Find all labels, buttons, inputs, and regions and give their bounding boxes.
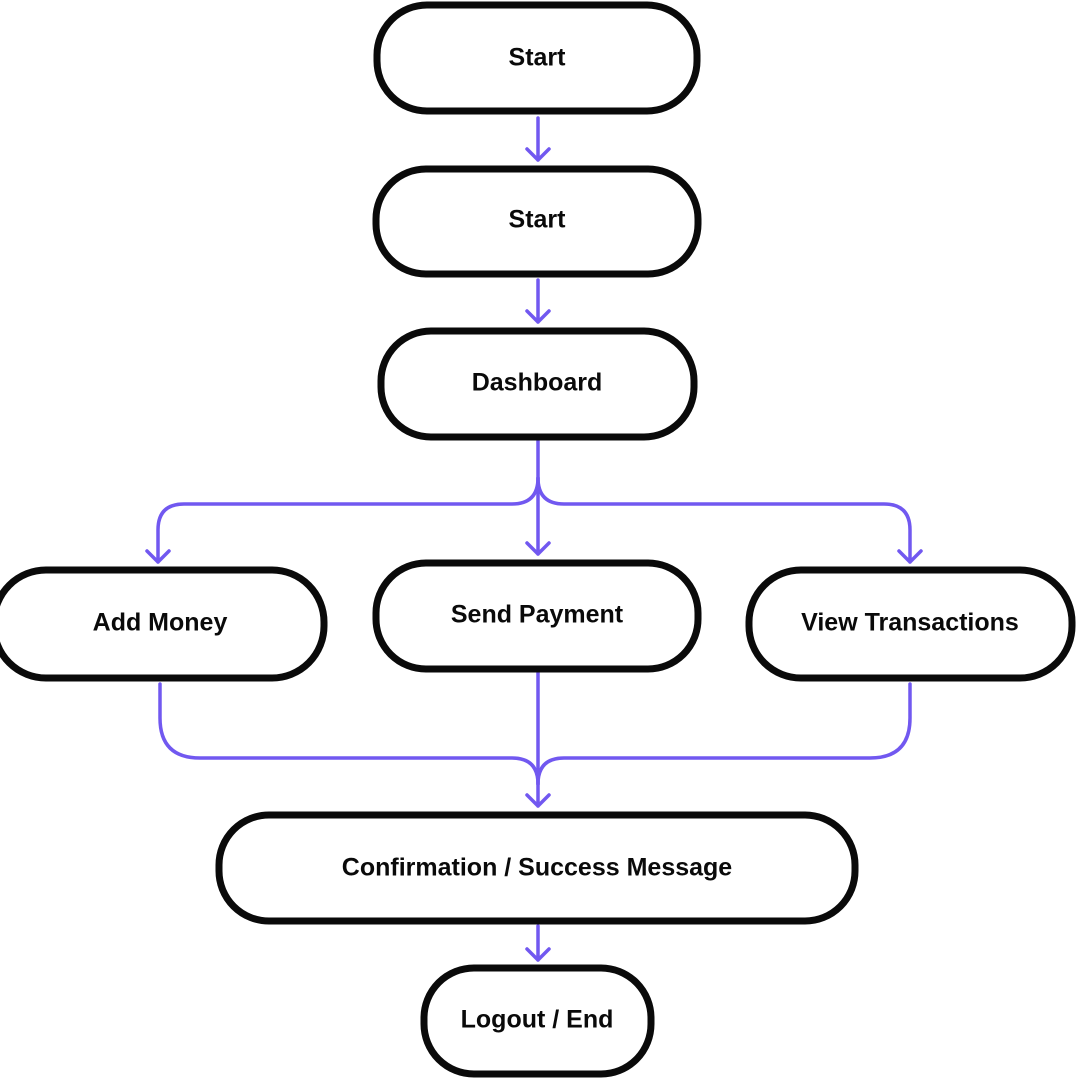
node-send-payment-box bbox=[372, 559, 702, 673]
connector-start-to-dashboard bbox=[525, 278, 551, 324]
node-logout-box bbox=[420, 964, 655, 1078]
connector-dashboard-to-add-money bbox=[145, 476, 540, 564]
node-confirmation-label: Confirmation / Success Message bbox=[342, 854, 733, 882]
connector-start-to-start bbox=[525, 116, 551, 162]
node-logout: Logout / End bbox=[420, 964, 655, 1078]
connector-add-money-to-confirmation bbox=[158, 682, 540, 786]
node-dashboard: Dashboard bbox=[377, 327, 698, 441]
node-start-2-box bbox=[372, 165, 702, 278]
connector-dashboard-to-view-transactions bbox=[536, 476, 923, 564]
connector-dashboard-to-send-payment bbox=[525, 439, 551, 556]
node-add-money-box bbox=[0, 566, 328, 682]
node-start-1-label: Start bbox=[509, 44, 567, 72]
connector-send-payment-to-confirmation bbox=[525, 670, 551, 808]
node-start-2: Start bbox=[372, 165, 702, 278]
connector-confirmation-to-logout bbox=[525, 924, 551, 962]
node-add-money: Add Money bbox=[0, 566, 328, 682]
node-logout-label: Logout / End bbox=[461, 1006, 614, 1034]
connectors bbox=[145, 116, 923, 962]
node-view-transactions-box bbox=[745, 566, 1076, 682]
node-view-transactions-label: View Transactions bbox=[801, 609, 1019, 637]
node-start-1: Start bbox=[373, 1, 701, 115]
node-start-2-label: Start bbox=[509, 206, 567, 234]
node-send-payment-label: Send Payment bbox=[451, 601, 624, 629]
node-dashboard-label: Dashboard bbox=[472, 369, 603, 397]
node-dashboard-box bbox=[377, 327, 698, 441]
node-start-1-box bbox=[373, 1, 701, 115]
node-confirmation-box bbox=[215, 811, 859, 925]
node-add-money-label: Add Money bbox=[93, 609, 228, 637]
node-confirmation: Confirmation / Success Message bbox=[215, 811, 859, 925]
node-send-payment: Send Payment bbox=[372, 559, 702, 673]
node-view-transactions: View Transactions bbox=[745, 566, 1076, 682]
connector-view-transactions-to-confirmation bbox=[536, 682, 912, 786]
